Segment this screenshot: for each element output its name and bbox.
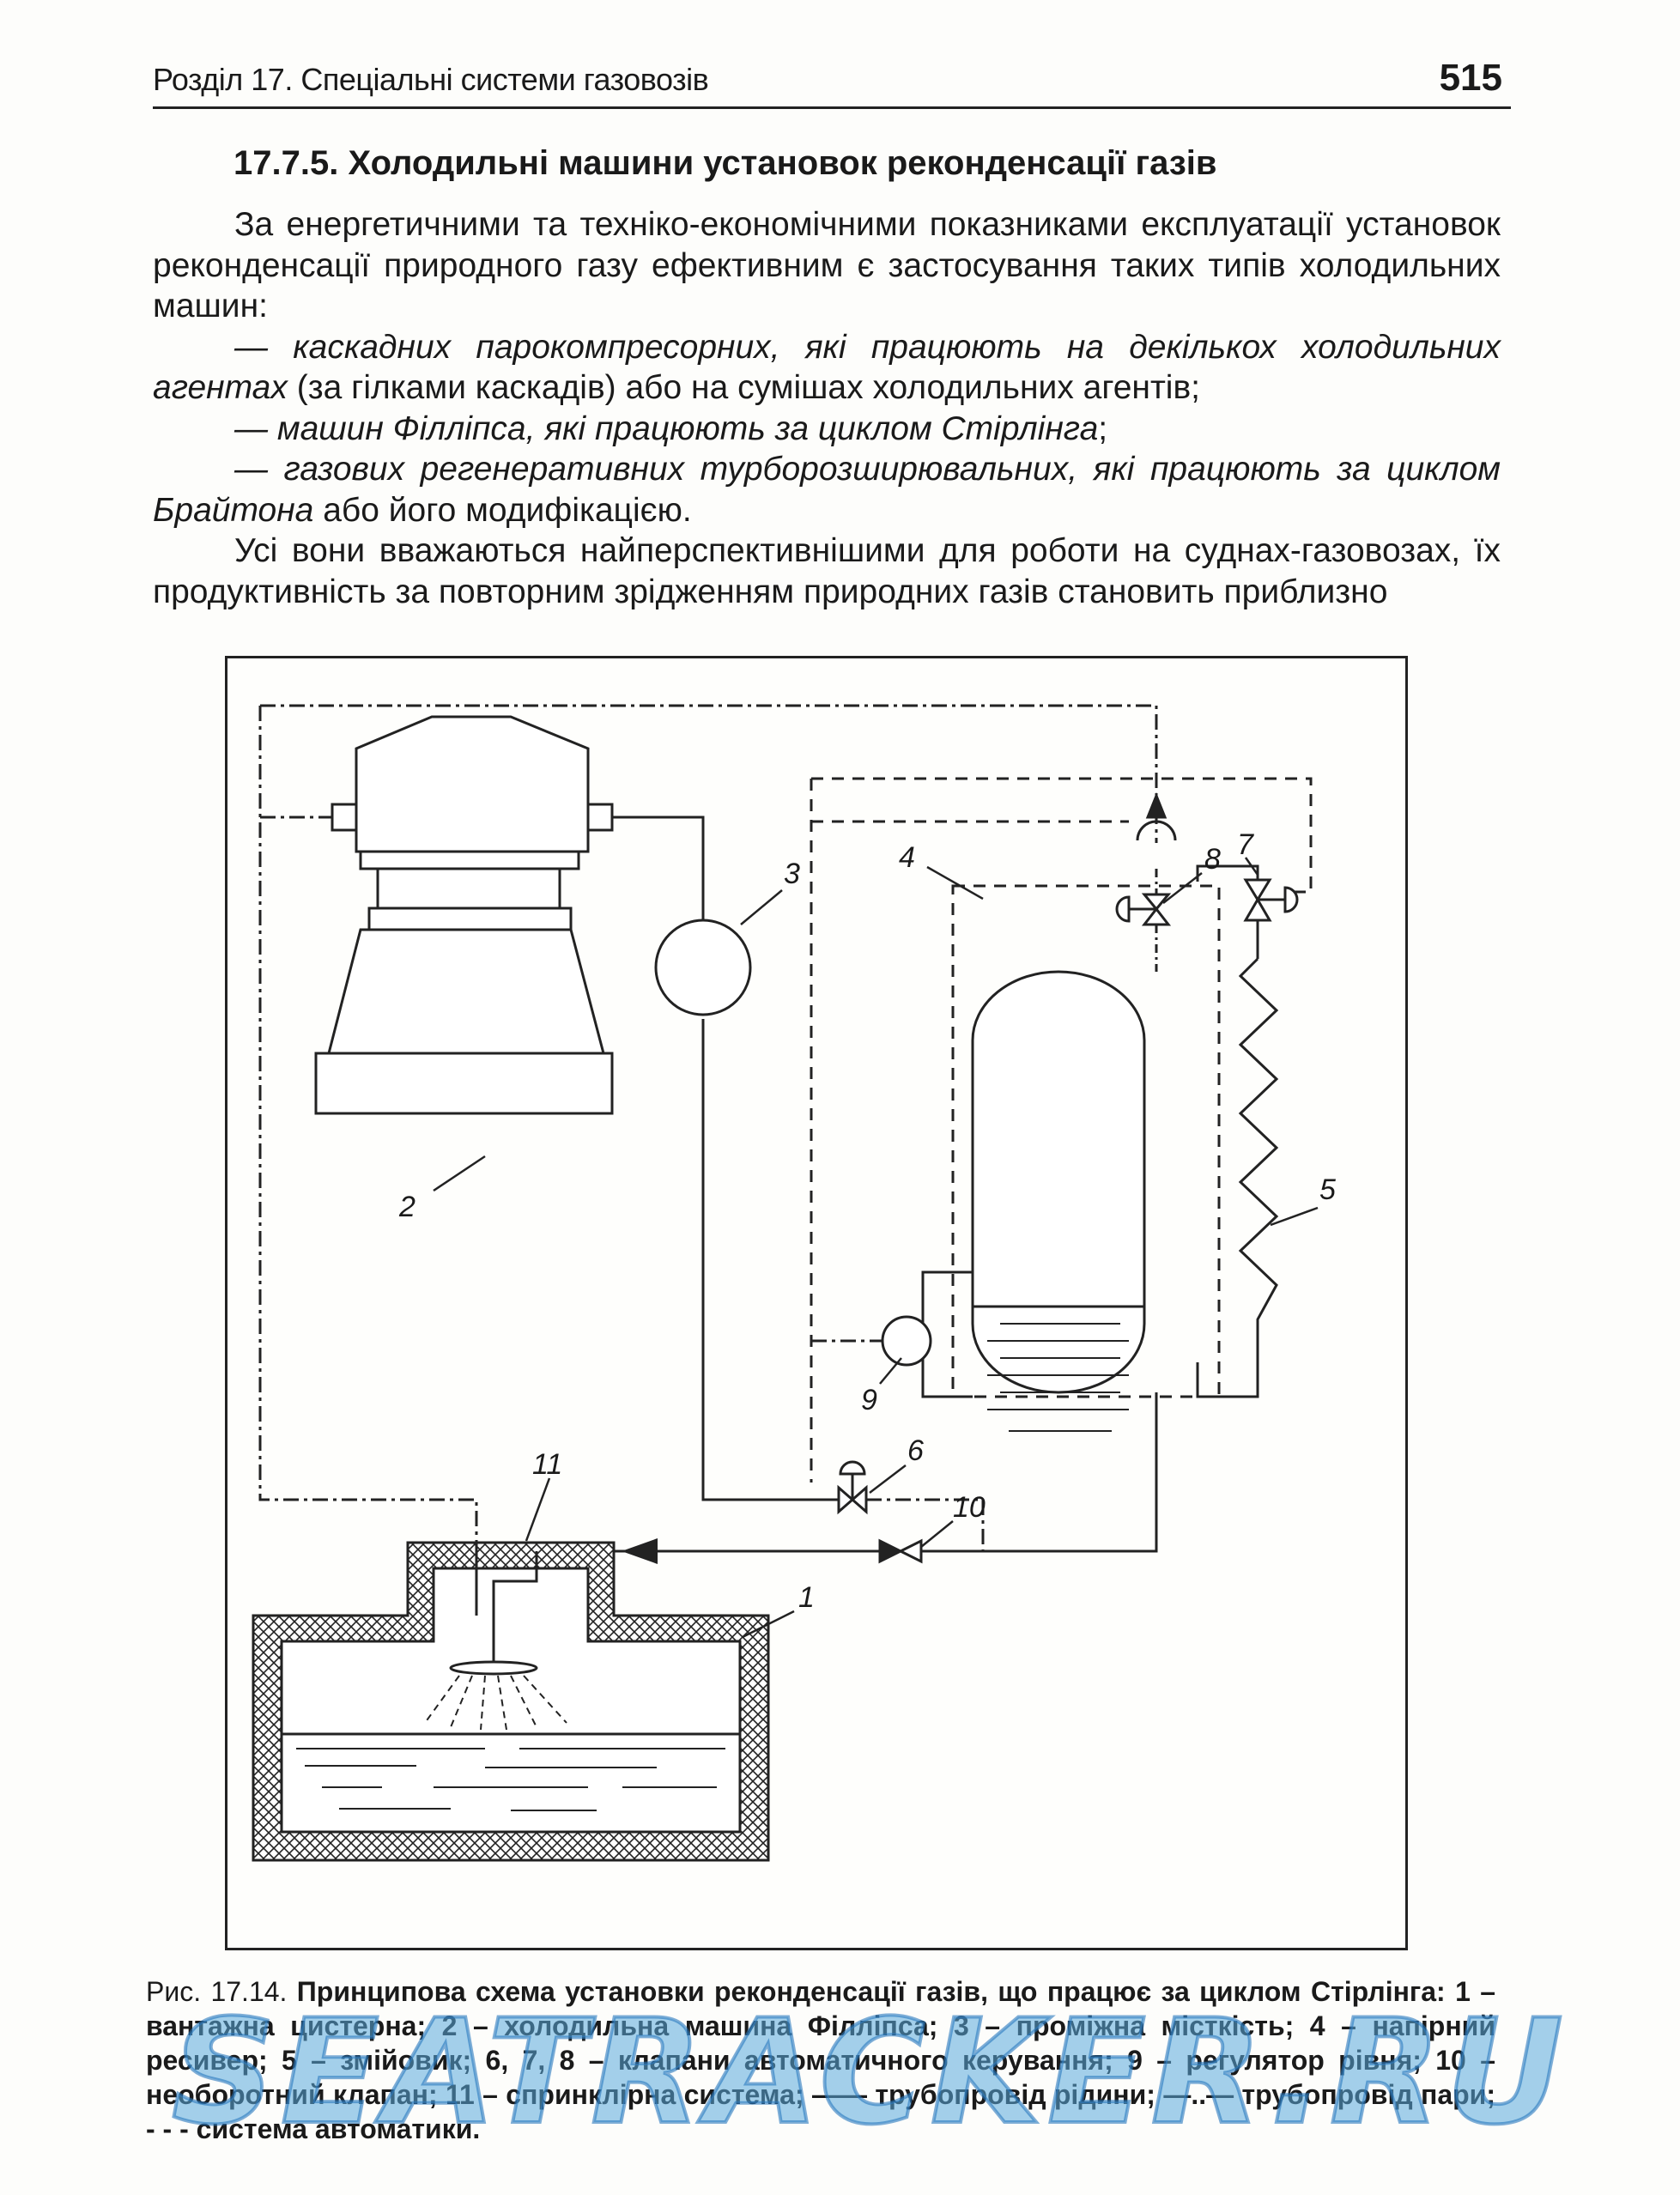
figure-caption: Рис. 17.14. Принципова схема установки р… bbox=[146, 1974, 1495, 2146]
schematic-diagram: 2 3 4 5 6 7 8 9 10 11 1 bbox=[252, 704, 1336, 1862]
label-3: 3 bbox=[784, 858, 800, 890]
list-item-brayton-rest: або його модифікацією. bbox=[313, 491, 692, 529]
valve-6 bbox=[837, 1460, 868, 1515]
philips-machine bbox=[314, 715, 614, 1115]
body-text: За енергетичними та техніко-економічними… bbox=[153, 204, 1501, 612]
label-1: 1 bbox=[798, 1581, 815, 1614]
list-item-cascade: — каскадних парокомпресорних, які працюю… bbox=[153, 327, 1501, 409]
schematic-figure: 2 3 4 5 6 7 8 9 10 11 1 bbox=[225, 656, 1408, 1950]
paragraph-productivity: Усі вони вважаються найперспективнішими … bbox=[153, 532, 1501, 610]
paragraph-intro: За енергетичними та техніко-економічними… bbox=[153, 206, 1501, 324]
chapter-title: Розділ 17. Спеціальні системи газовозів bbox=[153, 62, 709, 97]
list-item-brayton: — газових регенеративних турборозширювал… bbox=[153, 449, 1501, 531]
liquid-pipe-machine bbox=[591, 816, 705, 920]
label-4: 4 bbox=[899, 841, 915, 874]
label-8: 8 bbox=[1204, 843, 1221, 876]
tank-liquid bbox=[282, 1732, 740, 1811]
label-10: 10 bbox=[953, 1491, 986, 1524]
liquid-pipe-to-valve6 bbox=[701, 1019, 839, 1501]
label-7: 7 bbox=[1237, 828, 1254, 861]
list-item-brayton-italic: — газових регенеративних турборозширювал… bbox=[153, 451, 1501, 529]
caption-title: Принципова схема установки реконденсації… bbox=[296, 1976, 1456, 2007]
vapour-pipe-left bbox=[258, 706, 478, 1543]
check-valve-10 bbox=[878, 1538, 923, 1564]
list-item-cascade-italic: — каскадних парокомпресорних, які працюю… bbox=[153, 328, 1501, 407]
list-item-cascade-rest: (за гілками каскадів) або на сумішах хол… bbox=[287, 369, 1201, 406]
receiver-3 bbox=[654, 919, 752, 1016]
label-9: 9 bbox=[861, 1384, 877, 1416]
label-11: 11 bbox=[532, 1448, 562, 1481]
caption-figure-number: Рис. 17.14. bbox=[146, 1976, 297, 2007]
label-2: 2 bbox=[398, 1191, 415, 1223]
caption-legend: 1 – вантажна цистерна; 2 – холодильна ма… bbox=[146, 1976, 1496, 2144]
vapour-pipe-top bbox=[260, 704, 1158, 809]
list-item-philips-rest: ; bbox=[1098, 409, 1108, 447]
section-heading: 17.7.5. Холодильні машини установок реко… bbox=[234, 144, 1217, 182]
label-6: 6 bbox=[907, 1434, 924, 1467]
list-item-philips-italic: — машин Філліпса, які працюють за циклом… bbox=[234, 409, 1099, 447]
running-header: Розділ 17. Спеціальні системи газовозів … bbox=[153, 53, 1511, 109]
coil-5 bbox=[1196, 957, 1279, 1398]
page-number: 515 bbox=[1439, 57, 1502, 99]
automation-line-top bbox=[811, 777, 1313, 894]
valve-7 bbox=[1243, 878, 1299, 922]
level-regulator-9 bbox=[881, 1315, 932, 1367]
liquid-pipe-to-valve10 bbox=[901, 1392, 1158, 1553]
receiver-liquid bbox=[973, 1305, 1144, 1432]
valve-8 bbox=[1115, 791, 1177, 926]
pressure-receiver-4 bbox=[971, 970, 1146, 1394]
list-item-philips: — машин Філліпса, які працюють за циклом… bbox=[153, 409, 1501, 450]
label-5: 5 bbox=[1319, 1173, 1336, 1206]
sprinkler-11 bbox=[424, 1543, 567, 1731]
